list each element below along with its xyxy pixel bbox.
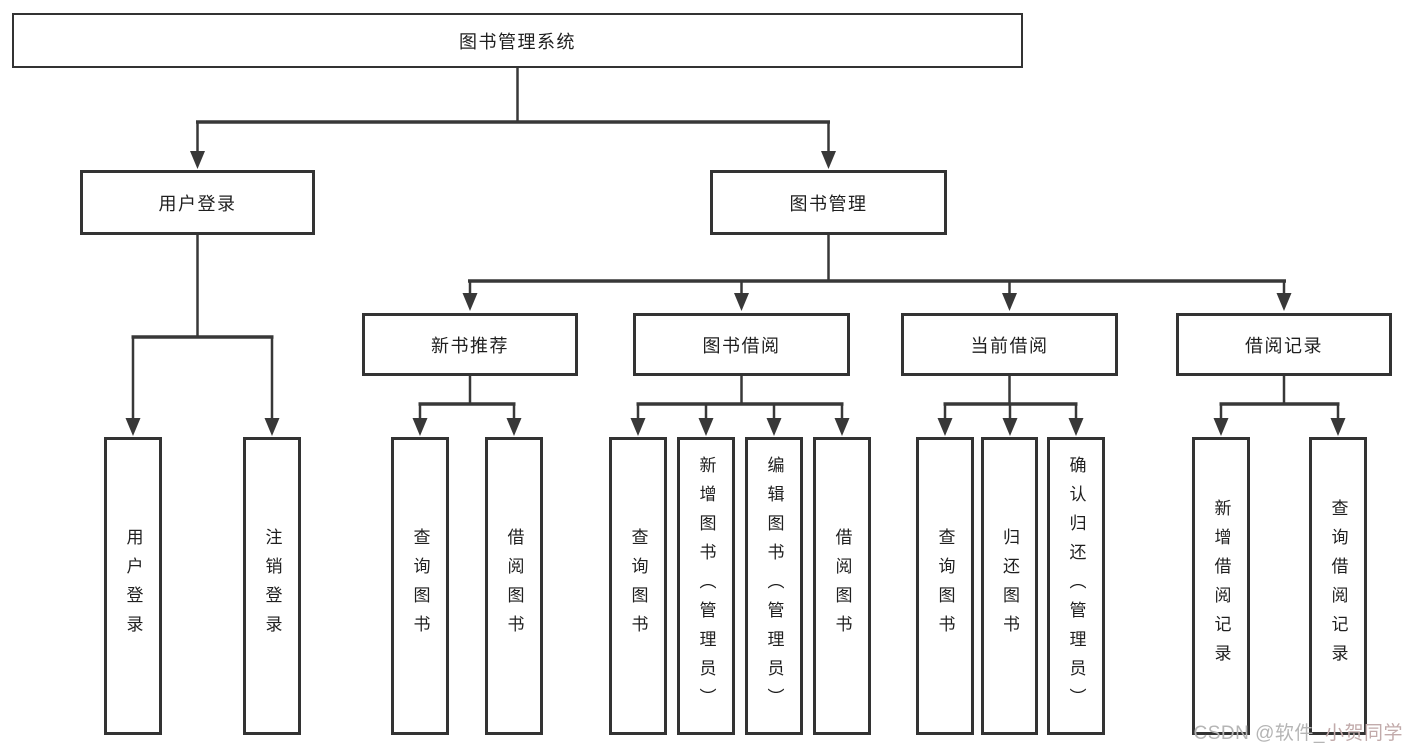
node-new-book-recommendation-label: 新书推荐 (431, 335, 509, 356)
leaf-newbook-borrow-books-label: 借阅图书 (504, 528, 524, 644)
leaf-logout: 注销登录 (243, 437, 301, 735)
node-current-borrowing: 当前借阅 (901, 313, 1118, 376)
leaf-current-query-books-label: 查询图书 (935, 528, 955, 644)
leaf-current-return-books-label: 归还图书 (1000, 528, 1019, 644)
csdn-watermark-prefix: CSDN @软件_ (1193, 723, 1325, 744)
node-library-system-label: 图书管理系统 (459, 31, 576, 52)
leaf-borrowing-add-books-admin: 新增图书（管理员） (677, 437, 735, 735)
node-user-login: 用户登录 (80, 170, 315, 235)
leaf-newbook-query-books: 查询图书 (391, 437, 449, 735)
leaf-borrowing-borrow-books: 借阅图书 (813, 437, 871, 735)
node-current-borrowing-label: 当前借阅 (970, 335, 1049, 356)
leaf-current-confirm-return-admin: 确认归还（管理员） (1047, 437, 1105, 735)
node-user-login-label: 用户登录 (158, 193, 237, 214)
leaf-user-login-label: 用户登录 (123, 528, 143, 644)
leaf-borrowing-borrow-books-label: 借阅图书 (832, 528, 852, 644)
node-borrowing-records: 借阅记录 (1176, 313, 1392, 376)
leaf-current-query-books: 查询图书 (916, 437, 974, 735)
leaf-records-add-borrow-record: 新增借阅记录 (1192, 437, 1250, 735)
leaf-logout-label: 注销登录 (262, 528, 282, 644)
leaf-current-return-books: 归还图书 (981, 437, 1038, 735)
csdn-watermark: CSDN @软件_小贺同学 (1194, 718, 1404, 745)
leaf-records-add-borrow-record-label: 新增借阅记录 (1211, 499, 1231, 673)
csdn-watermark-username: 小贺同学 (1324, 723, 1403, 744)
leaf-current-confirm-return-admin-label: 确认归还（管理员） (1066, 455, 1086, 717)
node-book-borrowing: 图书借阅 (633, 313, 850, 376)
node-borrowing-records-label: 借阅记录 (1245, 335, 1323, 356)
leaf-records-query-borrow-record: 查询借阅记录 (1309, 437, 1367, 735)
node-book-borrowing-label: 图书借阅 (702, 335, 781, 356)
leaf-newbook-borrow-books: 借阅图书 (485, 437, 543, 735)
node-library-system: 图书管理系统 (12, 13, 1023, 68)
leaf-user-login: 用户登录 (104, 437, 162, 735)
node-book-management: 图书管理 (710, 170, 947, 235)
node-new-book-recommendation: 新书推荐 (362, 313, 578, 376)
leaf-borrowing-add-books-admin-label: 新增图书（管理员） (696, 455, 716, 717)
leaf-borrowing-query-books-label: 查询图书 (628, 528, 648, 644)
leaf-borrowing-edit-books-admin-label: 编辑图书（管理员） (764, 455, 784, 717)
node-book-management-label: 图书管理 (789, 193, 868, 214)
leaf-borrowing-query-books: 查询图书 (609, 437, 667, 735)
leaf-records-query-borrow-record-label: 查询借阅记录 (1328, 499, 1348, 673)
leaf-borrowing-edit-books-admin: 编辑图书（管理员） (745, 437, 803, 735)
leaf-newbook-query-books-label: 查询图书 (410, 528, 430, 644)
